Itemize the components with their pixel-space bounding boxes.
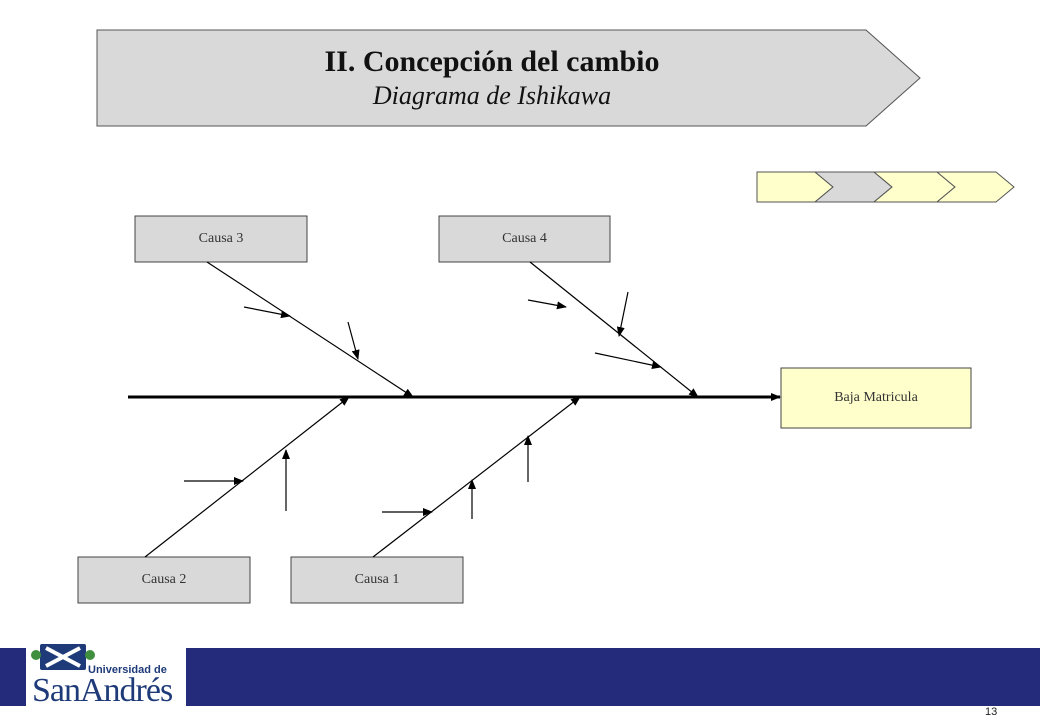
bone-causa-4 xyxy=(529,261,699,398)
cause-label-2: Causa 2 xyxy=(141,572,187,587)
subcause-arrow xyxy=(243,306,291,319)
subcause-arrow xyxy=(594,352,662,370)
logo-text-university: Universidad de xyxy=(88,664,167,676)
progress-step-4 xyxy=(935,171,1015,203)
subcause-arrow xyxy=(527,299,567,310)
title-subtitle: Diagrama de Ishikawa xyxy=(372,81,612,110)
bone-causa-2 xyxy=(144,396,350,558)
subcause-arrow xyxy=(347,321,360,360)
cause-label-1: Causa 1 xyxy=(354,572,400,587)
cause-label-3: Causa 3 xyxy=(198,231,244,246)
page-number: 13 xyxy=(985,706,998,718)
title-block: II. Concepción del cambio Diagrama de Is… xyxy=(97,30,887,126)
logo-text-sanandres: SanAndrés xyxy=(32,672,173,709)
title-main: II. Concepción del cambio xyxy=(324,45,660,78)
cause-label-4: Causa 4 xyxy=(502,231,547,246)
progress-indicator xyxy=(756,171,1015,203)
bone-causa-1 xyxy=(372,396,581,558)
bone-causa-3 xyxy=(206,261,414,398)
cause-box-3 xyxy=(134,215,308,263)
cause-box-4 xyxy=(438,215,611,263)
subcause-arrow xyxy=(616,291,629,337)
cause-box-1 xyxy=(290,556,464,604)
cause-box-2 xyxy=(77,556,251,604)
university-logo-icon xyxy=(31,644,95,670)
effect-label: Baja Matricula xyxy=(834,390,918,405)
effect-box xyxy=(780,367,972,429)
title-banner xyxy=(96,29,921,127)
